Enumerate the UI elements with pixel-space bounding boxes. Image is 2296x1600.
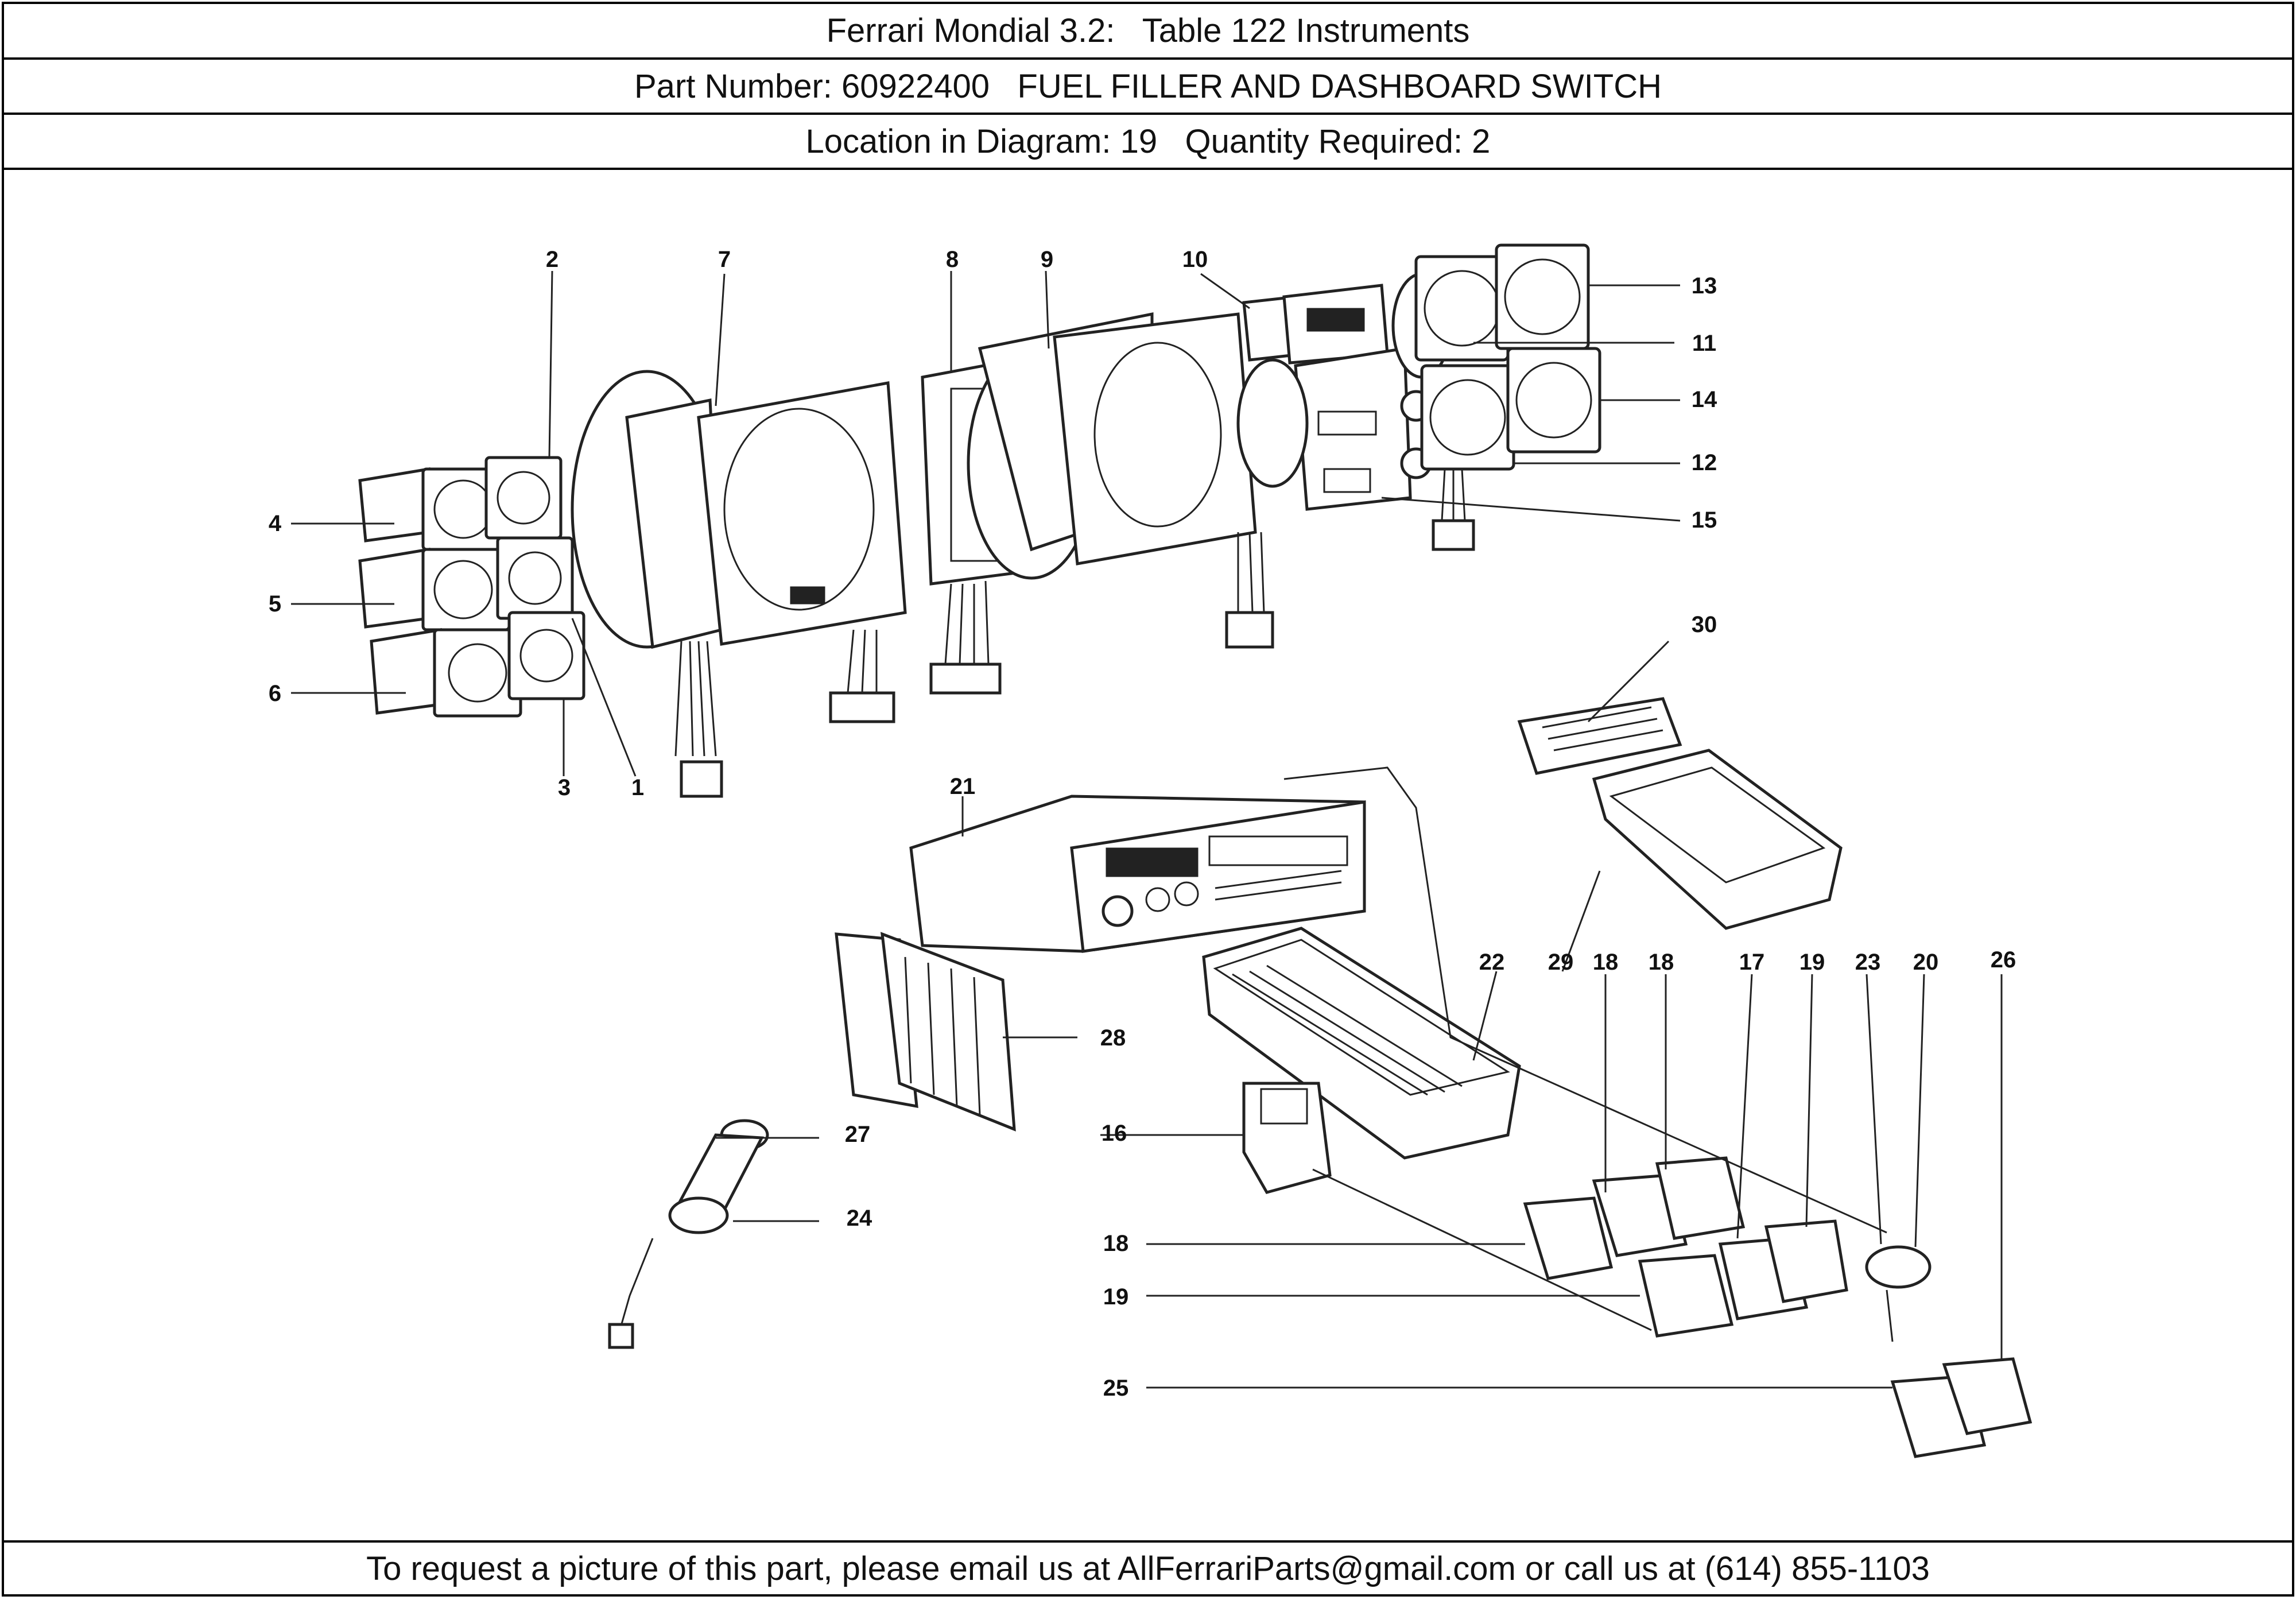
callout-17: 17 (1739, 950, 1765, 975)
page-title: Ferrari Mondial 3.2: Table 122 Instrumen… (4, 4, 2292, 60)
callout-3: 3 (558, 775, 571, 800)
exploded-parts-diagram: 2 7 8 9 10 13 11 14 12 15 4 5 6 3 1 30 2… (4, 170, 2292, 1545)
callout-14: 14 (1692, 387, 1717, 412)
switch-panel-housing (1202, 927, 1521, 1160)
tachometer-gauge (571, 370, 907, 798)
callout-numbers: 2 7 8 9 10 13 11 14 12 15 4 5 6 3 1 30 2… (269, 247, 2016, 1401)
callout-18c: 18 (1103, 1231, 1129, 1256)
callout-11: 11 (1692, 331, 1716, 356)
callout-26: 26 (1991, 947, 2016, 973)
callout-28: 28 (1100, 1025, 1126, 1051)
callout-27: 27 (845, 1122, 871, 1147)
diagram-drawing: 2 7 8 9 10 13 11 14 12 15 4 5 6 3 1 30 2… (269, 243, 2033, 1458)
callout-23: 23 (1855, 950, 1881, 975)
callout-19b: 19 (1103, 1284, 1129, 1310)
location-quantity-line: Location in Diagram: 19 Quantity Require… (4, 115, 2292, 170)
callout-2: 2 (546, 247, 559, 272)
callout-8: 8 (946, 247, 959, 272)
callout-30: 30 (1692, 612, 1717, 637)
storage-tray (1517, 697, 1843, 930)
callout-15: 15 (1692, 507, 1717, 533)
callout-19a: 19 (1799, 950, 1825, 975)
callout-24: 24 (847, 1206, 872, 1231)
callout-22: 22 (1479, 950, 1505, 975)
callout-7: 7 (718, 247, 731, 272)
callout-5: 5 (269, 591, 281, 617)
radio-unit (909, 795, 1366, 953)
switch-16 (1242, 1082, 1332, 1194)
leader-lines (291, 270, 2003, 1389)
callout-9: 9 (1041, 247, 1053, 272)
contact-footer: To request a picture of this part, pleas… (4, 1540, 2292, 1594)
callout-1: 1 (631, 775, 644, 800)
callout-18a: 18 (1593, 950, 1619, 975)
callout-13: 13 (1692, 273, 1717, 299)
callout-12: 12 (1692, 450, 1717, 475)
small-gauge-cluster (358, 456, 585, 718)
callout-10: 10 (1182, 247, 1208, 272)
auxiliary-gauges (1391, 243, 1601, 551)
callout-4: 4 (269, 511, 282, 536)
callout-29: 29 (1548, 950, 1574, 975)
speedometer-gauge (967, 312, 1274, 649)
clock-check-panel (1236, 284, 1432, 511)
part-number-line: Part Number: 60922400 FUEL FILLER AND DA… (4, 60, 2292, 115)
callout-16: 16 (1102, 1121, 1127, 1146)
rocker-switches (1523, 1156, 2033, 1458)
callout-21: 21 (950, 774, 976, 799)
amplifier-heatsink (835, 932, 1016, 1132)
callout-6: 6 (269, 681, 281, 706)
callout-25: 25 (1103, 1376, 1129, 1401)
cigar-lighter (608, 1119, 769, 1349)
callout-20: 20 (1913, 950, 1939, 975)
callout-18b: 18 (1649, 950, 1674, 975)
